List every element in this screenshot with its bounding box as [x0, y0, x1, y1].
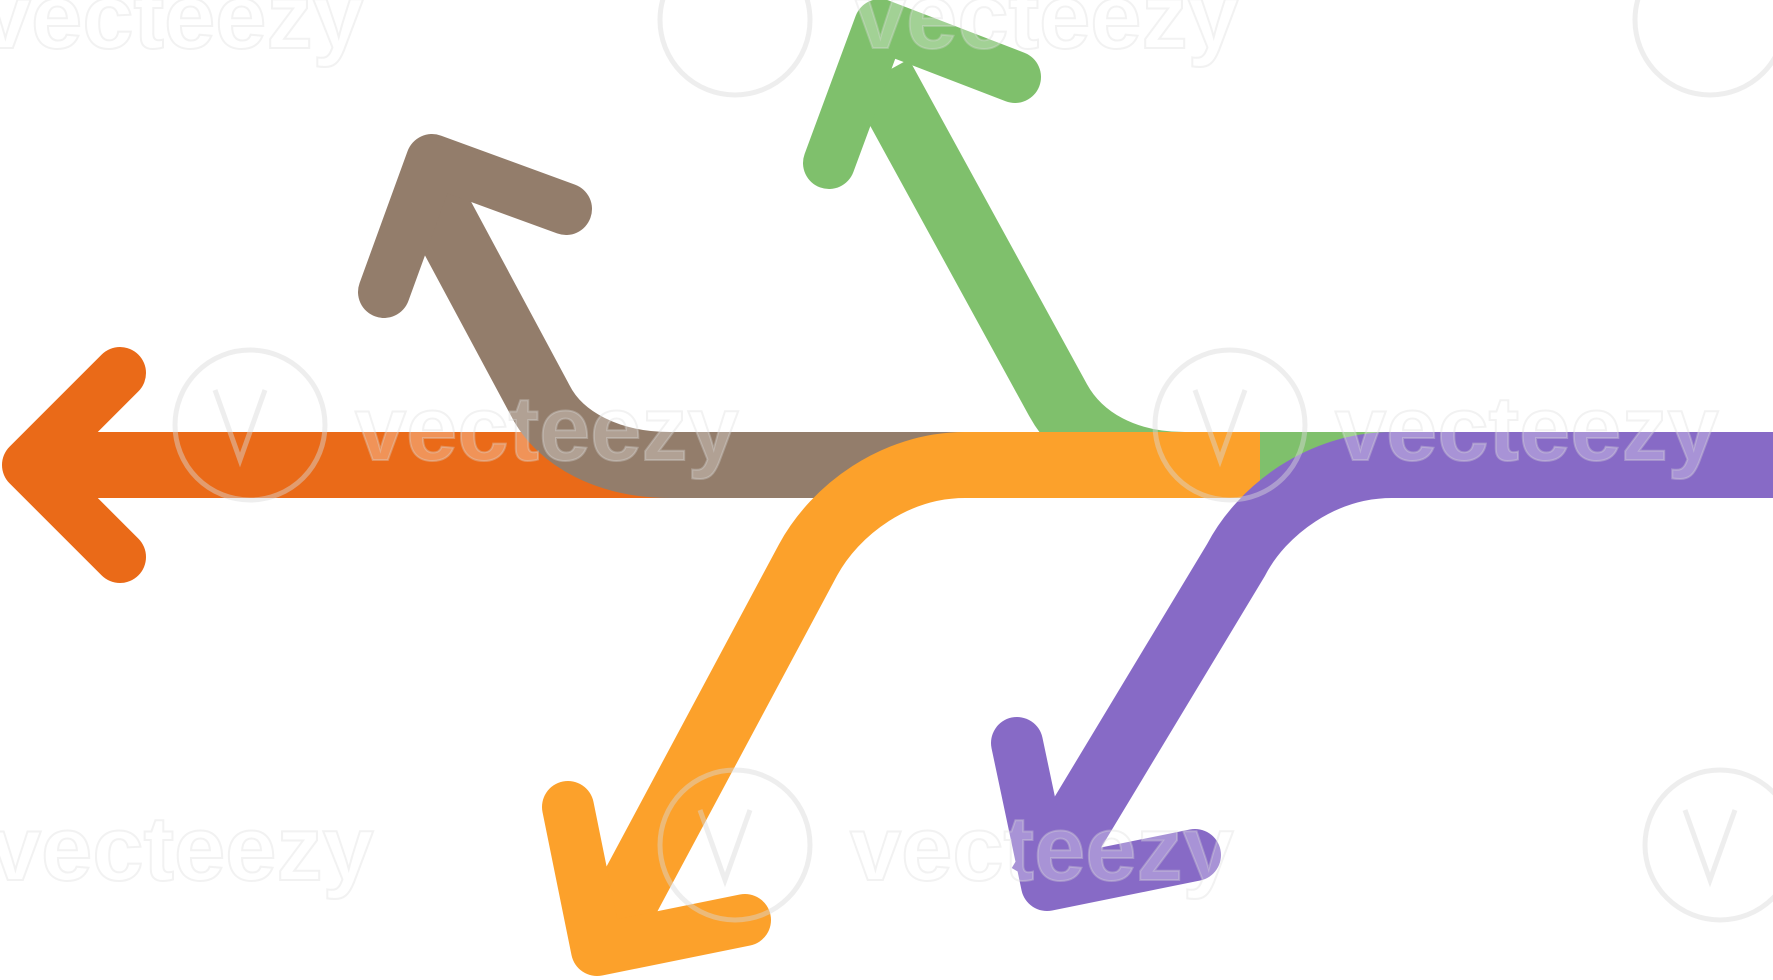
vecteezy-logo-icon [657, 767, 813, 923]
watermark-text: vecteezy [0, 798, 374, 900]
arrow-orange-head [2, 347, 146, 583]
watermark-group: vecteezy vecteezy vecteezy vecteezy vect… [0, 0, 1773, 923]
arrow-amber-down [542, 432, 1260, 976]
arrow-purple-head [991, 717, 1221, 911]
watermark-text: vecteezy [855, 0, 1239, 68]
vecteezy-logo-icon [1632, 0, 1773, 98]
arrow-brown-shaft [400, 179, 1000, 498]
vecteezy-logo-icon [1152, 347, 1308, 503]
arrow-purple-shaft [1011, 432, 1773, 903]
watermark-text: vecteezy [0, 0, 364, 68]
arrow-amber-shaft [580, 432, 1260, 946]
arrow-brown-up [358, 134, 1000, 498]
vecteezy-logo-icon [1642, 767, 1773, 923]
vecteezy-logo-icon [172, 347, 328, 503]
vecteezy-logo-icon [657, 0, 813, 98]
watermark-text: vecteezy [1335, 378, 1719, 480]
arrow-green-head [803, 0, 1041, 189]
arrow-amber-head [542, 781, 771, 976]
watermark-text: vecteezy [355, 378, 739, 480]
arrow-green-up [803, 0, 1410, 498]
arrow-brown-head [358, 134, 592, 318]
arrow-green-shaft [851, 59, 1410, 498]
watermark-text: vecteezy [850, 798, 1234, 900]
arrow-purple-down [991, 432, 1773, 911]
